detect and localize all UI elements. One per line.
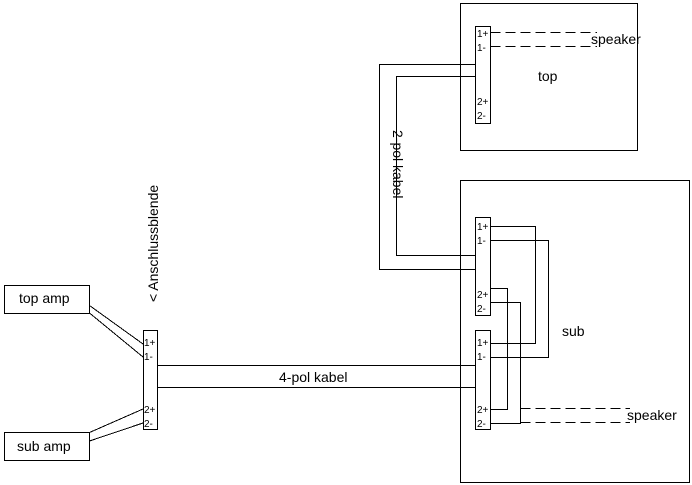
sub-amp-box xyxy=(4,432,90,461)
top-amp-wires xyxy=(89,305,144,358)
anschlussblende-terminal xyxy=(143,330,158,430)
sub-lower-terminal-pins: 1+ 1- 2+ 2- xyxy=(477,338,489,430)
sub-upper-terminal xyxy=(475,217,491,316)
top-amp-label: top amp xyxy=(19,290,70,306)
anschlussblende-label: < Anschlussblende xyxy=(145,185,161,302)
sub-amp-wires xyxy=(89,408,144,442)
pin-label: 1+ xyxy=(477,222,489,233)
sub-label: sub xyxy=(562,323,585,339)
4-pol-cable xyxy=(157,365,476,388)
2-pol-cable-label: 2-pol kabel xyxy=(390,130,406,199)
top-speaker-leads xyxy=(490,32,597,47)
top-speaker-label: speaker xyxy=(591,31,641,47)
pin-label: 2- xyxy=(477,419,486,430)
sub-lower-terminal xyxy=(475,330,491,430)
top-amp-box xyxy=(4,285,90,314)
pin-label: 1- xyxy=(144,352,153,363)
pin-label: 1+ xyxy=(477,29,489,40)
sub-upper-terminal-pins: 1+ 1- 2+ 2- xyxy=(477,222,489,315)
top-terminal-pins: 1+ 1- 2+ 2- xyxy=(477,29,489,122)
pin-label: 1+ xyxy=(144,338,156,349)
pin-label: 2- xyxy=(477,304,486,315)
pin-label: 2- xyxy=(477,111,486,122)
pin-label: 1+ xyxy=(477,338,489,349)
sub-speaker-leads xyxy=(520,408,630,423)
sub-enclosure xyxy=(460,180,690,483)
pin-label: 1- xyxy=(477,236,486,247)
pin-label: 2+ xyxy=(144,405,156,416)
pin-label: 2+ xyxy=(477,97,489,108)
anschlussblende-pins: 1+ 1- 2+ 2- xyxy=(144,338,156,430)
sub-internal-wiring xyxy=(490,226,549,424)
sub-amp-label: sub amp xyxy=(17,438,71,454)
pin-label: 1- xyxy=(477,43,486,54)
2-pol-cable xyxy=(379,64,476,270)
sub-speaker-label: speaker xyxy=(627,407,677,423)
4-pol-cable-label: 4-pol kabel xyxy=(279,369,348,385)
pin-label: 2- xyxy=(144,419,153,430)
pin-label: 1- xyxy=(477,352,486,363)
pin-label: 2+ xyxy=(477,405,489,416)
top-terminal xyxy=(475,26,491,124)
top-label: top xyxy=(538,68,558,84)
pin-label: 2+ xyxy=(477,290,489,301)
